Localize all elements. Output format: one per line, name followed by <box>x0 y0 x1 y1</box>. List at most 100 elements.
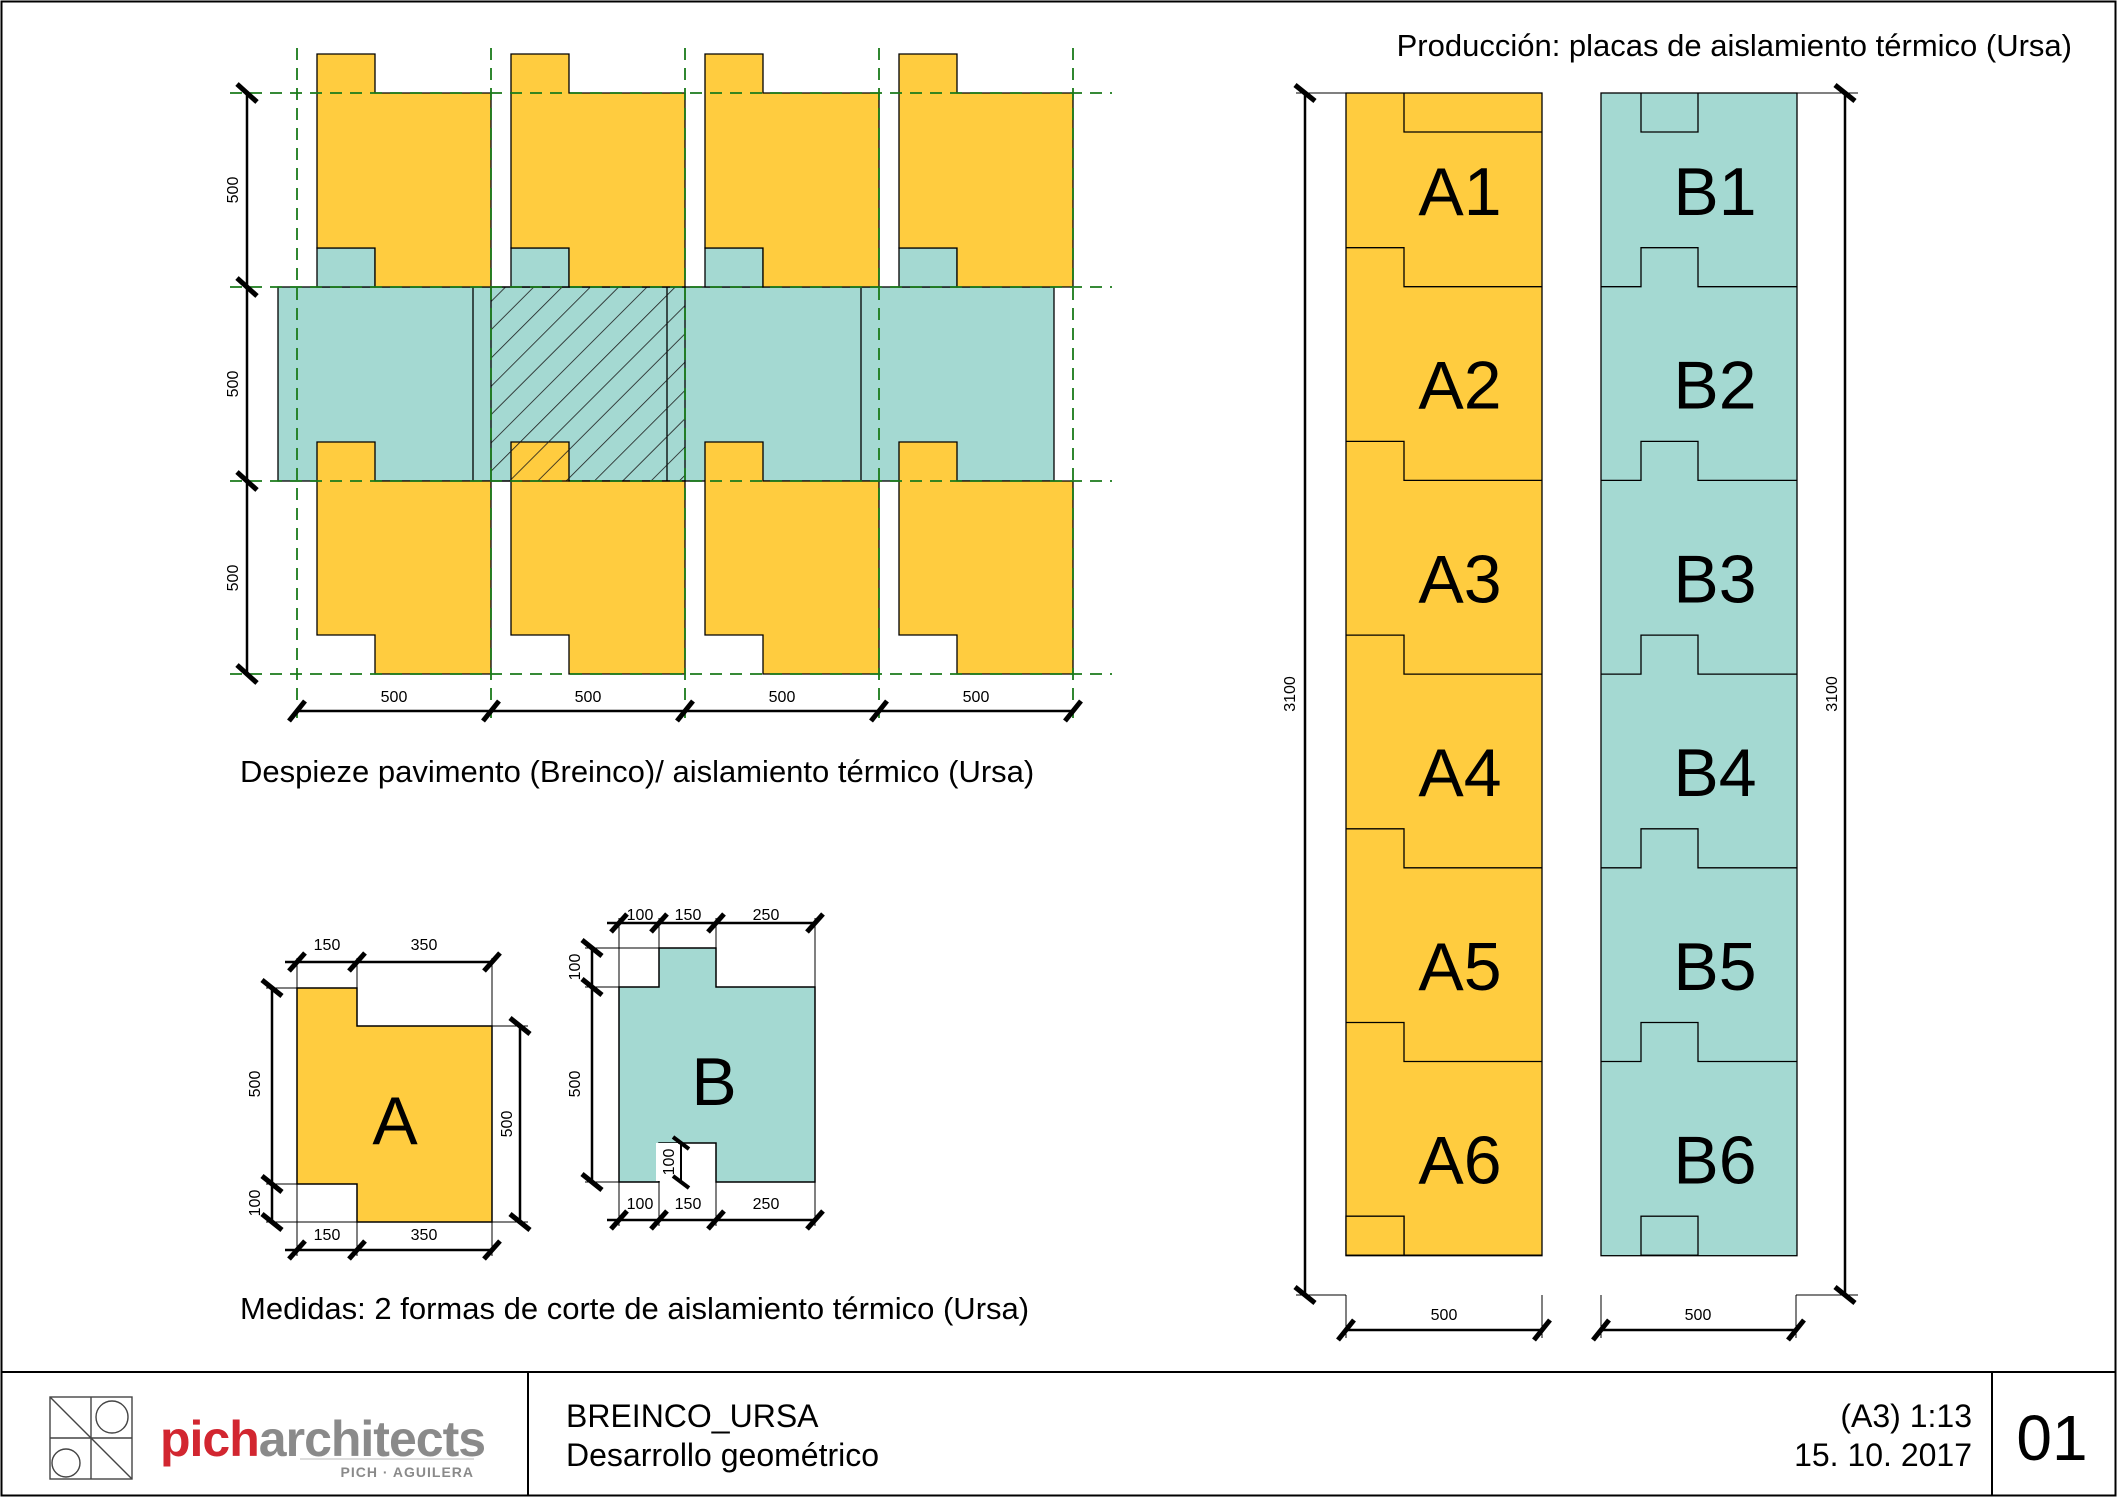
dim-tick <box>1293 1285 1317 1305</box>
layout-col-dim-label: 500 <box>381 689 408 706</box>
offcut-piece <box>1640 1215 1699 1256</box>
floor-layout-plan: 500 500 500 500 500 500 500 <box>225 48 1112 723</box>
cut-line <box>1403 93 1542 133</box>
teal-tab <box>704 247 764 288</box>
cut-line <box>1601 1021 1797 1063</box>
layout-col-dim-label: 500 <box>963 689 990 706</box>
dim-tick <box>1833 83 1857 103</box>
dim-tick <box>260 1174 284 1194</box>
piece-label: A4 <box>1418 735 1501 811</box>
dim-label: 3100 <box>1824 676 1841 712</box>
logo-mark-icon <box>49 1396 133 1480</box>
dim-label: 150 <box>314 937 341 954</box>
layout-row-dim-label: 500 <box>225 565 242 592</box>
dim-tick <box>235 663 259 685</box>
dim-tick <box>805 912 825 934</box>
dim-label: 150 <box>675 1196 702 1213</box>
shape-a-label: A <box>372 1083 418 1159</box>
dim-tick <box>482 951 502 973</box>
dim-tick <box>805 1209 825 1231</box>
piece-label: A2 <box>1418 348 1501 424</box>
dim-tick <box>609 912 629 934</box>
dim-tick <box>347 1239 367 1261</box>
dim-label: 500 <box>247 1071 264 1098</box>
dim-tick <box>1591 1318 1611 1342</box>
layout-col-dim-label: 500 <box>575 689 602 706</box>
dim-tick <box>671 1135 691 1151</box>
dim-tick <box>580 938 604 958</box>
dim-tick <box>1786 1318 1806 1342</box>
cut-line <box>1346 1021 1542 1063</box>
dim-tick <box>508 1016 532 1036</box>
dim-tick <box>580 977 604 997</box>
sheet-number: 01 <box>2016 1402 2087 1474</box>
cut-line <box>1346 634 1542 675</box>
measures-caption: Medidas: 2 formas de corte de aislamient… <box>240 1291 1029 1326</box>
dim-tick <box>609 1209 629 1231</box>
cut-line <box>1601 634 1797 675</box>
dim-label: 500 <box>1685 1307 1712 1324</box>
dim-label: 150 <box>675 907 702 924</box>
dim-tick <box>1063 699 1083 723</box>
dim-tick <box>260 978 284 998</box>
dim-label: 3100 <box>1282 676 1299 712</box>
strip-b-dims: 3100 500 <box>1591 83 1858 1342</box>
dim-label: 250 <box>753 907 780 924</box>
shape-a-detail: A 150 350 150 350 500 100 <box>247 937 532 1261</box>
hatched-tile <box>490 286 686 482</box>
layout-row-dim-label: 500 <box>225 371 242 398</box>
dim-tick <box>287 951 307 973</box>
dim-tick <box>235 276 259 298</box>
piece-label: B6 <box>1673 1123 1756 1199</box>
dim-tick <box>347 951 367 973</box>
dim-label: 100 <box>627 907 654 924</box>
dim-label: 100 <box>247 1190 264 1217</box>
layout-col-dim-label: 500 <box>769 689 796 706</box>
dim-tick <box>1532 1318 1552 1342</box>
teal-tab <box>898 247 958 288</box>
drawing-date: 15. 10. 2017 <box>1794 1437 1972 1473</box>
dim-tick <box>508 1212 532 1232</box>
dim-label: 500 <box>1431 1307 1458 1324</box>
dim-tick <box>481 699 501 723</box>
drawing-description: Desarrollo geométrico <box>566 1437 879 1473</box>
dim-tick <box>580 1172 604 1192</box>
logo-gray: architects <box>259 1411 485 1467</box>
dim-label: 350 <box>411 1227 438 1244</box>
production-caption: Producción: placas de aislamiento térmic… <box>1397 28 2072 63</box>
dim-tick <box>482 1239 502 1261</box>
dim-label: 350 <box>411 937 438 954</box>
dim-label: 150 <box>314 1227 341 1244</box>
piece-label: B5 <box>1673 929 1756 1005</box>
piece-label: A1 <box>1418 154 1501 230</box>
logo-subtitle: PICH · AGUILERA <box>341 1464 474 1480</box>
cut-line <box>1346 828 1542 869</box>
dim-label: 100 <box>567 954 584 981</box>
dim-tick <box>649 912 669 934</box>
cut-line <box>1346 440 1542 482</box>
layout-caption: Despieze pavimento (Breinco)/ aislamient… <box>240 754 1034 789</box>
dim-label: 100 <box>627 1196 654 1213</box>
drawing-scale: (A3) 1:13 <box>1840 1398 1972 1434</box>
dim-tick <box>671 1174 691 1190</box>
teal-tab <box>316 247 376 288</box>
piece-label: A5 <box>1418 929 1501 1005</box>
dim-tick <box>675 699 695 723</box>
cut-line <box>1601 247 1797 288</box>
dim-tick <box>706 912 726 934</box>
dim-tick <box>287 1239 307 1261</box>
project-name: BREINCO_URSA <box>566 1398 819 1434</box>
teal-tab <box>510 247 570 288</box>
layout-row-dim-label: 500 <box>225 177 242 204</box>
logo-red: pich <box>160 1411 259 1467</box>
offcut-piece <box>1345 1215 1405 1256</box>
dim-tick <box>649 1209 669 1231</box>
cut-line <box>1601 828 1797 869</box>
dim-tick <box>260 1212 284 1232</box>
dim-label: 100 <box>661 1149 678 1176</box>
dim-tick <box>287 699 307 723</box>
dim-tick <box>235 470 259 492</box>
